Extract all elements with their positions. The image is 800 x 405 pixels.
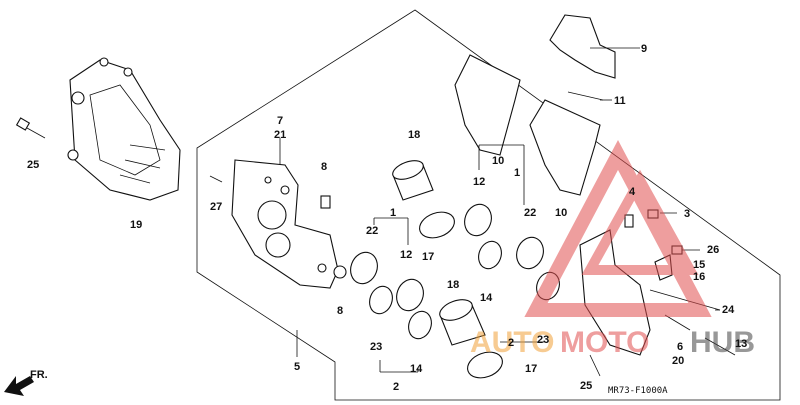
bleeder-8-top bbox=[320, 195, 331, 209]
bleeder-8-bottom bbox=[333, 265, 347, 279]
callout-23: 23 bbox=[370, 341, 382, 353]
seal-12-left bbox=[396, 278, 424, 312]
callout-19: 19 bbox=[130, 219, 142, 231]
diagram-code: MR73-F1000A bbox=[608, 386, 668, 396]
seal-14-right bbox=[478, 240, 502, 270]
callout-14: 14 bbox=[410, 363, 423, 375]
callout-1: 1 bbox=[390, 207, 396, 219]
callout-labels: 25 19 7 21 27 8 8 5 18 18 1 1 22 22 12 1… bbox=[27, 43, 747, 393]
callout-18: 18 bbox=[447, 279, 459, 291]
caliper-bracket-part bbox=[231, 159, 339, 289]
callout-12: 12 bbox=[400, 249, 412, 261]
callout-4: 4 bbox=[629, 186, 636, 198]
callout-3: 3 bbox=[684, 208, 690, 220]
direction-label: FR. bbox=[30, 369, 48, 381]
callout-15: 15 bbox=[693, 259, 705, 271]
callout-10: 10 bbox=[492, 155, 504, 167]
pin-bolt-24 bbox=[649, 289, 721, 311]
caliper-assembly-part bbox=[67, 57, 181, 201]
boot-4 bbox=[624, 214, 634, 228]
callout-2: 2 bbox=[508, 337, 514, 349]
callout-18: 18 bbox=[408, 129, 420, 141]
callout-8: 8 bbox=[337, 305, 343, 317]
callout-20: 20 bbox=[672, 355, 684, 367]
piston-17-bottom bbox=[467, 351, 503, 379]
seal-23-left bbox=[369, 285, 393, 315]
callout-24: 24 bbox=[722, 304, 735, 316]
callout-27: 27 bbox=[210, 201, 222, 213]
slide-pin-13 bbox=[704, 337, 736, 356]
watermark: AUTO MOTO HUB bbox=[470, 140, 755, 359]
callout-25: 25 bbox=[580, 380, 592, 392]
watermark-auto: AUTO bbox=[470, 326, 554, 359]
callout-7: 7 bbox=[277, 115, 283, 127]
leader-lines bbox=[279, 47, 720, 373]
piston-18-bottom bbox=[439, 299, 486, 346]
callout-11: 11 bbox=[614, 95, 626, 107]
callout-8: 8 bbox=[321, 161, 327, 173]
callout-17: 17 bbox=[525, 363, 537, 375]
callout-12: 12 bbox=[473, 176, 485, 188]
seal-14-left bbox=[408, 310, 432, 340]
callout-9: 9 bbox=[641, 43, 647, 55]
callout-17: 17 bbox=[422, 251, 434, 263]
callout-14: 14 bbox=[480, 292, 493, 304]
bolt-25-left bbox=[15, 117, 46, 139]
callout-25: 25 bbox=[27, 159, 39, 171]
seal-22-left bbox=[350, 251, 378, 285]
pin-27 bbox=[209, 175, 223, 183]
callout-6: 6 bbox=[677, 341, 683, 353]
callout-23: 23 bbox=[537, 334, 549, 346]
brake-pad-10-upper bbox=[454, 54, 521, 156]
callout-5: 5 bbox=[294, 361, 300, 373]
front-direction-arrow: FR. bbox=[4, 369, 48, 396]
bolt-6-20 bbox=[664, 314, 691, 331]
callout-13: 13 bbox=[735, 338, 747, 350]
bolt-25-right bbox=[589, 354, 601, 377]
piston-17-mid bbox=[419, 211, 455, 239]
seal-12-right bbox=[464, 203, 492, 237]
brake-pad-10-lower bbox=[529, 99, 601, 196]
watermark-hub: HUB bbox=[690, 326, 755, 359]
piston-18-top bbox=[392, 160, 434, 201]
callout-22: 22 bbox=[366, 225, 378, 237]
callout-16: 16 bbox=[693, 271, 705, 283]
callout-26: 26 bbox=[707, 244, 719, 256]
callout-22: 22 bbox=[524, 207, 536, 219]
assembly-boundary bbox=[196, 9, 781, 401]
callout-10: 10 bbox=[555, 207, 567, 219]
watermark-moto: MOTO bbox=[560, 326, 649, 359]
callout-1: 1 bbox=[514, 167, 520, 179]
callout-21: 21 bbox=[274, 129, 286, 141]
seal-22-right bbox=[516, 236, 544, 270]
pad-spring-9 bbox=[549, 14, 616, 79]
pad-pin-11 bbox=[567, 91, 604, 101]
callout-2: 2 bbox=[393, 381, 399, 393]
